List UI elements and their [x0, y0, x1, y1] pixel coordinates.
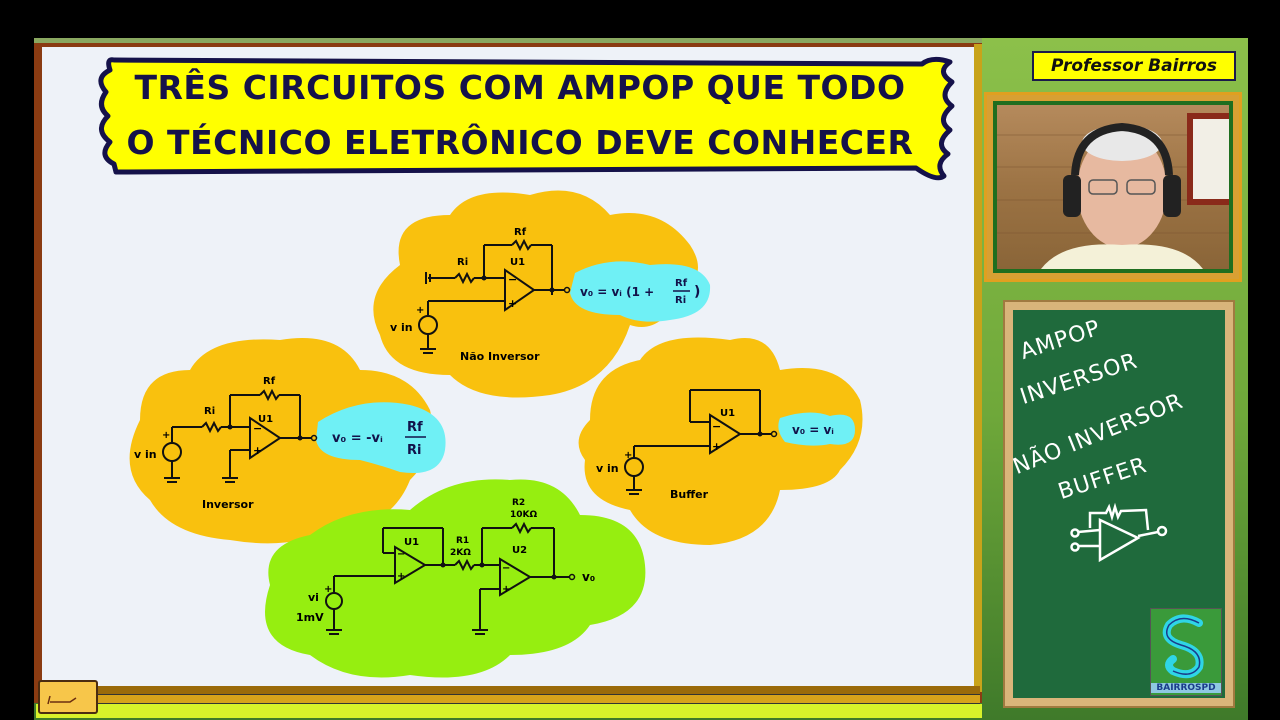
whiteboard-tray [40, 686, 980, 694]
svg-text:Rf: Rf [407, 420, 423, 435]
svg-text:U1: U1 [720, 408, 735, 419]
svg-text:2KΩ: 2KΩ [450, 548, 471, 558]
svg-text:Rf: Rf [675, 278, 688, 289]
svg-text:v₀ = vᵢ: v₀ = vᵢ [792, 423, 834, 437]
svg-text:+: + [502, 584, 510, 595]
svg-text:Não Inversor: Não Inversor [460, 350, 540, 363]
svg-text:Rf: Rf [263, 376, 276, 387]
svg-text:Rf: Rf [514, 227, 527, 238]
svg-text:−: − [508, 273, 517, 286]
cascade-circuit: U1 U2 − + − + R1 2KΩ R2 10KΩ vi + 1mV v₀ [265, 479, 646, 678]
svg-text:U1: U1 [404, 537, 419, 548]
logo-text: BAIRROSPD [1151, 683, 1221, 693]
svg-text:+: + [324, 584, 332, 595]
svg-text:+: + [508, 297, 517, 310]
whiteboard-tray-base [36, 704, 982, 718]
svg-text:R1: R1 [456, 536, 469, 546]
svg-text:−: − [712, 420, 721, 433]
svg-text:v in: v in [134, 448, 157, 461]
svg-text:v₀ = -vᵢ: v₀ = -vᵢ [332, 431, 383, 446]
svg-text:Ri: Ri [407, 443, 421, 458]
svg-text:Ri: Ri [204, 406, 215, 417]
svg-text:Inversor: Inversor [202, 498, 254, 511]
svg-text:U1: U1 [510, 257, 525, 268]
logo-s-icon [1162, 614, 1204, 679]
svg-text:R2: R2 [512, 498, 525, 508]
svg-text:1mV: 1mV [296, 611, 324, 624]
whiteboard-right-edge [974, 44, 982, 692]
svg-text:−: − [253, 422, 262, 435]
svg-text:Buffer: Buffer [670, 488, 709, 501]
svg-text:+: + [416, 305, 424, 316]
eraser-icon [38, 680, 98, 714]
non-inverting-circuit: Ri Rf U1 − + + v in Não Inversor v₀ = vᵢ… [373, 190, 711, 398]
page-title: TRÊS CIRCUITOS COM AMPOP QUE TODO O TÉCN… [110, 60, 930, 170]
svg-text:−: − [502, 563, 510, 574]
svg-text:U1: U1 [258, 414, 273, 425]
whiteboard-tray-rail [40, 694, 980, 704]
svg-text:U2: U2 [512, 545, 527, 556]
buffer-circuit: U1 − + + v in Buffer v₀ = vᵢ [578, 337, 863, 545]
svg-text:Ri: Ri [675, 295, 686, 306]
channel-logo: BAIRROSPD [1150, 608, 1222, 696]
presenter-webcam [984, 92, 1242, 282]
svg-text:+: + [624, 450, 632, 461]
svg-text:v₀: v₀ [582, 570, 595, 584]
svg-text:+: + [253, 444, 262, 457]
svg-text:+: + [712, 440, 721, 453]
title-banner [98, 56, 955, 181]
svg-text:v in: v in [390, 321, 413, 334]
svg-text:+: + [397, 571, 405, 582]
svg-text:10KΩ: 10KΩ [510, 510, 537, 520]
chalk-line-ampop: AMPOP [1017, 315, 1104, 365]
opamp-sketch-icon [1070, 502, 1168, 563]
presenter-video [997, 105, 1229, 269]
inverting-circuit: Ri Rf U1 − + + v in Inversor v₀ = -vᵢ Rf… [129, 338, 446, 544]
title-line-2: O TÉCNICO ELETRÔNICO DEVE CONHECER [126, 123, 914, 162]
svg-text:−: − [397, 549, 405, 560]
svg-text:v in: v in [596, 462, 619, 475]
title-line-1: TRÊS CIRCUITOS COM AMPOP QUE TODO [134, 68, 906, 107]
presenter-name-label: Professor Bairros [1032, 51, 1236, 81]
svg-text:v₀ = vᵢ (1 +: v₀ = vᵢ (1 + [580, 285, 654, 299]
svg-text:Ri: Ri [457, 257, 468, 268]
svg-text:): ) [694, 284, 700, 300]
svg-text:+: + [162, 430, 170, 441]
svg-text:vi: vi [308, 591, 319, 604]
